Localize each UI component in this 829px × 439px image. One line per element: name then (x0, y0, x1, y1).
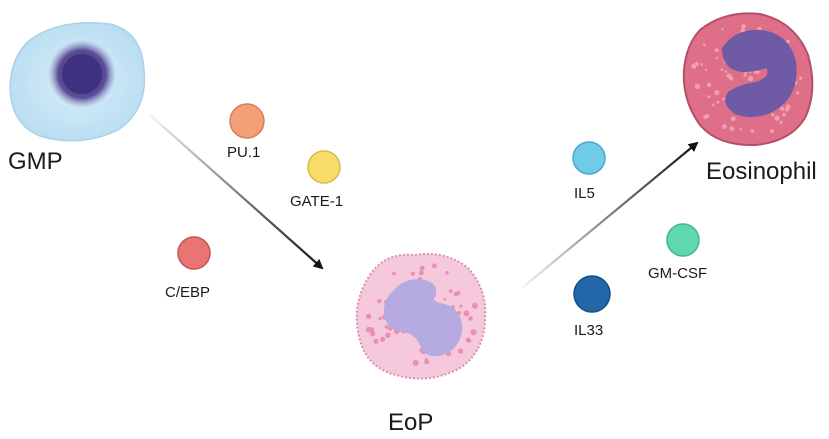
granule (365, 326, 372, 333)
granule (418, 270, 424, 276)
granule (703, 115, 708, 120)
granule (380, 336, 386, 342)
granule (750, 129, 755, 133)
granule (711, 103, 715, 107)
granule (445, 271, 449, 275)
granule (373, 338, 379, 344)
granule (467, 339, 472, 343)
factor-pu1-circle (229, 103, 265, 139)
granule (748, 76, 754, 82)
granule (443, 297, 447, 301)
granule (786, 39, 790, 44)
granule (714, 90, 720, 96)
granule (410, 271, 415, 276)
granule (385, 332, 391, 338)
factor-il33-circle (573, 275, 611, 313)
granule (425, 360, 430, 365)
factor-pu1-label: PU.1 (227, 144, 261, 161)
eosinophil-label: Eosinophil (706, 158, 817, 185)
granule (458, 348, 464, 354)
granule (722, 97, 726, 101)
granule (722, 124, 727, 129)
granule (729, 126, 735, 131)
granule (706, 82, 712, 88)
granule (384, 325, 389, 329)
granule (724, 70, 728, 73)
granule (714, 48, 719, 53)
granule (448, 289, 453, 294)
eop-cell (355, 252, 487, 380)
factor-cebp-label: C/EBP (165, 284, 211, 301)
granule (470, 329, 477, 336)
factor-gmcsf-label: GM-CSF (648, 265, 708, 282)
granule (729, 76, 734, 81)
granule (432, 263, 437, 269)
granule (377, 299, 382, 304)
granule (471, 302, 478, 309)
granule (715, 56, 719, 60)
granule (770, 129, 775, 134)
granule (694, 83, 701, 90)
factor-il5-label: IL5 (574, 185, 595, 202)
granule (798, 76, 803, 81)
eop-nucleus (384, 279, 463, 357)
granule (741, 24, 746, 29)
arrow-eop-to-eosinophil (521, 141, 699, 289)
gmp-cell (9, 21, 146, 142)
granule (730, 116, 736, 122)
eosinophil-nucleus (722, 29, 797, 118)
granule (704, 68, 708, 71)
granule (720, 68, 724, 71)
granule (703, 43, 706, 47)
granule (369, 330, 376, 337)
granule (782, 112, 786, 117)
granule (739, 127, 743, 131)
granule (378, 316, 382, 321)
gmp-label: GMP (8, 148, 63, 175)
granule (456, 290, 461, 296)
factor-cebp-circle (177, 236, 211, 270)
granule (707, 95, 711, 99)
granule (743, 73, 747, 77)
granule (419, 265, 425, 271)
granule (716, 100, 720, 104)
granule (771, 113, 775, 117)
granule (468, 316, 473, 321)
eop-label: EoP (388, 409, 434, 436)
granule (412, 359, 419, 366)
granule (786, 104, 791, 109)
factor-il5-circle (572, 141, 606, 175)
granule (392, 271, 396, 276)
granule (459, 304, 463, 308)
granule (796, 91, 800, 95)
granule (691, 63, 697, 69)
factor-gate1-circle (307, 150, 341, 184)
granule (780, 106, 785, 111)
granule (777, 116, 780, 119)
factor-il33-label: IL33 (574, 322, 604, 339)
factor-gate1-label: GATE-1 (290, 193, 344, 210)
granule (721, 28, 724, 31)
granule (366, 313, 372, 320)
arrow-gmp-to-eop (149, 114, 324, 270)
granule (779, 120, 783, 124)
eosinophil-cell (682, 12, 814, 147)
granule (700, 63, 703, 66)
granule (465, 311, 470, 316)
factor-gmcsf-circle (666, 223, 700, 257)
